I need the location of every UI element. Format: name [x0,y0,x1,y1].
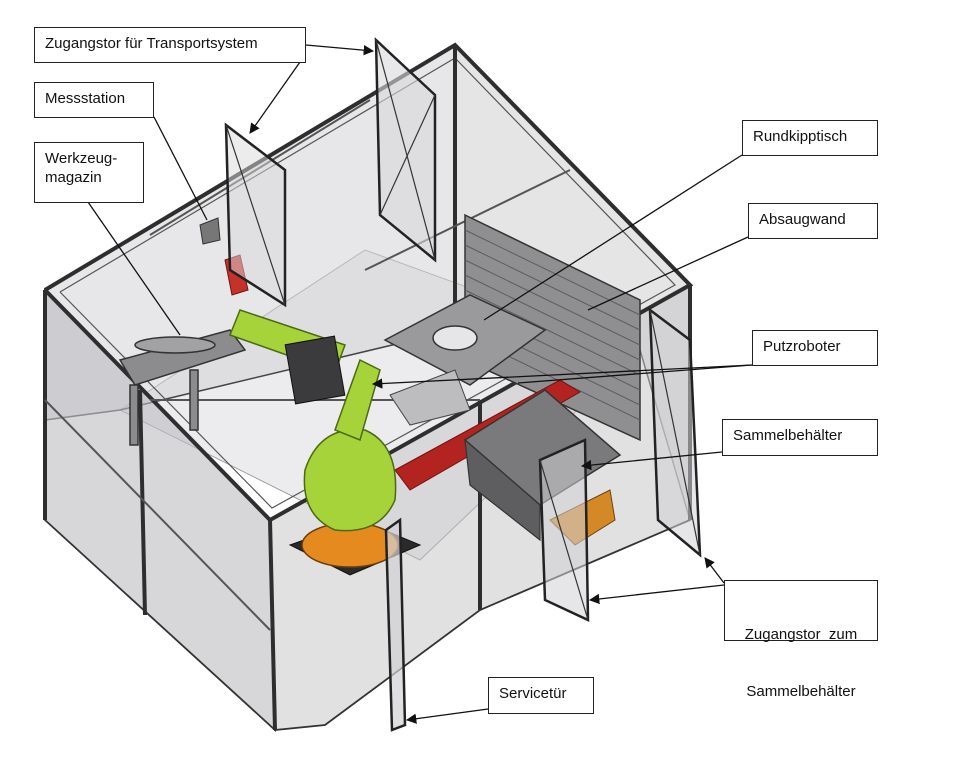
label-collection-bin: Sammelbehälter [722,419,878,456]
label-measuring-station: Messstation [34,82,154,118]
robot-arm [334,358,381,442]
label-extraction-wall-text: Absaugwand [759,211,846,228]
label-cleaning-robot-text: Putzroboter [763,338,841,355]
rotary-table-disc [432,325,478,351]
cleaning-robot [224,254,422,576]
label-tool-magazine-line1: Werkzeug- [45,150,118,167]
robot-motor [284,335,346,405]
measuring-station [199,217,221,245]
label-measuring-station-text: Messstation [45,90,126,107]
collection-bin-front [464,438,541,542]
leader-rotary-tilt-table [483,154,743,321]
tool-magazine [118,329,247,446]
label-extraction-wall: Absaugwand [748,203,878,239]
leader-extraction-wall [587,236,749,311]
leader-bin-gate-a [704,557,725,584]
label-tool-magazine-line2: magazin [45,169,102,186]
label-service-door-text: Servicetür [499,685,567,702]
leader-tool-magazine [87,201,181,336]
top-frame-inner [59,57,676,509]
robot-body [303,428,397,532]
label-rotary-tilt-table: Rundkipptisch [742,120,878,156]
leader-bin-gate-b [588,584,725,605]
bin-gate-panel-left [538,438,590,622]
label-transport-gate: Zugangstor für Transportsystem [34,27,306,63]
label-collection-bin-text: Sammelbehälter [733,427,843,444]
leader-transport-gate-b [249,61,301,134]
label-bin-gate-line1: Zugangstor zum [744,626,858,643]
service-door-panel [384,517,407,732]
leader-collection-bin [580,451,723,471]
leader-cleaning-robot-b [517,364,753,384]
leader-transport-gate-a [305,44,375,56]
label-tool-magazine: Werkzeug- magazin [34,142,144,203]
rotary-table-base [389,369,471,426]
label-rotary-tilt-table-text: Rundkipptisch [753,128,848,145]
leader-cleaning-robot-a [371,364,753,389]
label-service-door: Servicetür [488,677,594,714]
label-transport-gate-text: Zugangstor für Transportsystem [45,35,258,52]
label-bin-gate-line2: Sammelbehälter [746,683,856,700]
leader-measuring-station [153,116,208,221]
leader-service-door [405,708,489,724]
label-cleaning-robot: Putzroboter [752,330,878,366]
leader-lines [87,44,753,724]
label-bin-gate: Zugangstor zum Sammelbehälter [724,580,878,700]
